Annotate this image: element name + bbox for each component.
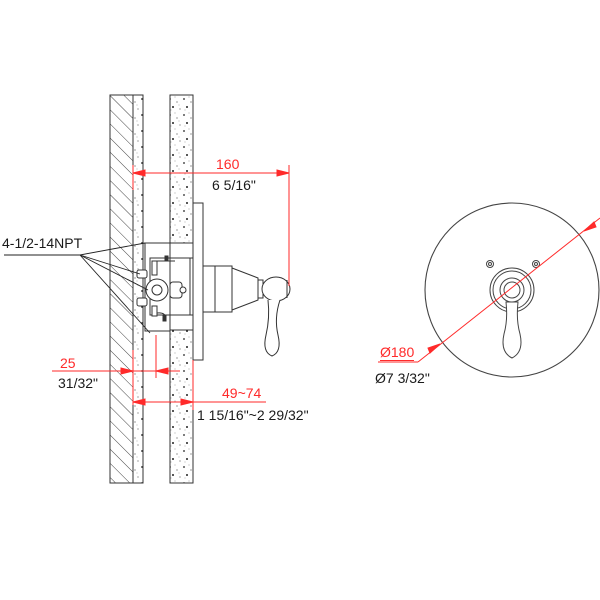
diameter-dimension xyxy=(378,217,600,363)
lever-handle-front xyxy=(502,301,522,359)
diameter-in-label: Ø7 3/32" xyxy=(375,370,430,386)
structural-wall xyxy=(109,94,134,484)
wall-offset-in-label: 31/32" xyxy=(58,375,99,391)
finish-range-in-label: 1 15/16"~2 29/32" xyxy=(197,407,309,423)
finish-range-dimension xyxy=(132,360,266,410)
thread-spec-leaders xyxy=(4,242,151,334)
valve-handle-side xyxy=(202,265,291,357)
inner-plaster-layer xyxy=(132,94,144,484)
wall-offset-dimension xyxy=(52,335,180,405)
rosette xyxy=(489,267,535,313)
depth-dimension xyxy=(132,165,290,286)
front-view xyxy=(378,202,600,378)
finish-range-mm-label: 49~74 xyxy=(222,385,262,401)
mounting-screws xyxy=(486,260,540,268)
side-view xyxy=(4,94,291,484)
depth-in-label: 6 5/16" xyxy=(212,177,256,193)
wall-offset-mm-label: 25 xyxy=(60,355,76,371)
thread-spec-label: 4-1/2-14NPT xyxy=(2,235,83,251)
depth-mm-label: 160 xyxy=(216,156,240,172)
cover-plate xyxy=(192,202,204,361)
diameter-mm-label: Ø180 xyxy=(380,344,415,361)
valve-body xyxy=(136,242,194,332)
